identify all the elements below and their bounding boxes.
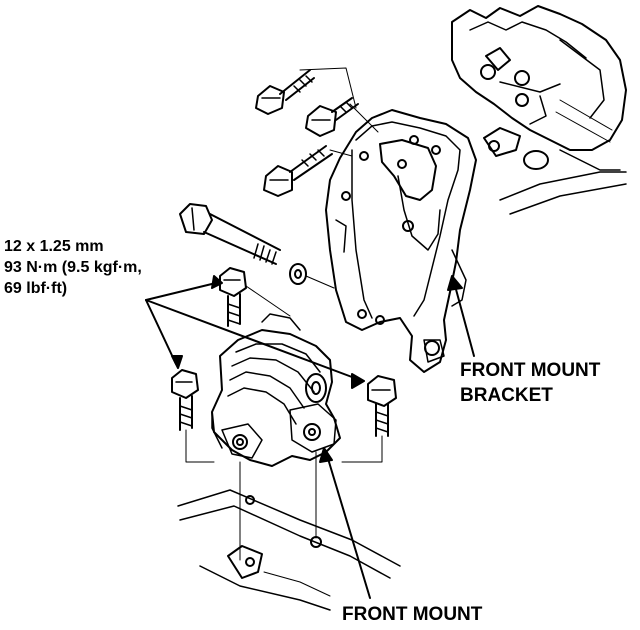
front-mount-label: FRONT MOUNT xyxy=(342,604,483,625)
bolt-size: 12 x 1.25 mm xyxy=(4,238,104,255)
subframe xyxy=(177,451,401,611)
front-mount-bracket xyxy=(325,109,477,373)
mount-bolts xyxy=(171,267,397,463)
bracket-bolts xyxy=(255,67,379,197)
torque-lbf: 69 lbf·ft) xyxy=(4,280,68,297)
front-mount xyxy=(211,313,341,467)
through-bolt xyxy=(179,203,335,289)
callout-arrows xyxy=(145,275,475,599)
engine-block xyxy=(451,5,627,215)
bracket-label-line1: FRONT MOUNT xyxy=(460,360,601,381)
torque-spec: 12 x 1.25 mm 93 N·m (9.5 kgf·m, 69 lbf·f… xyxy=(4,236,142,299)
torque-nm: 93 N·m (9.5 kgf·m, xyxy=(4,259,142,276)
bracket-label-line2: BRACKET xyxy=(460,385,553,406)
front-mount-bracket-label: FRONT MOUNT BRACKET xyxy=(460,358,600,408)
